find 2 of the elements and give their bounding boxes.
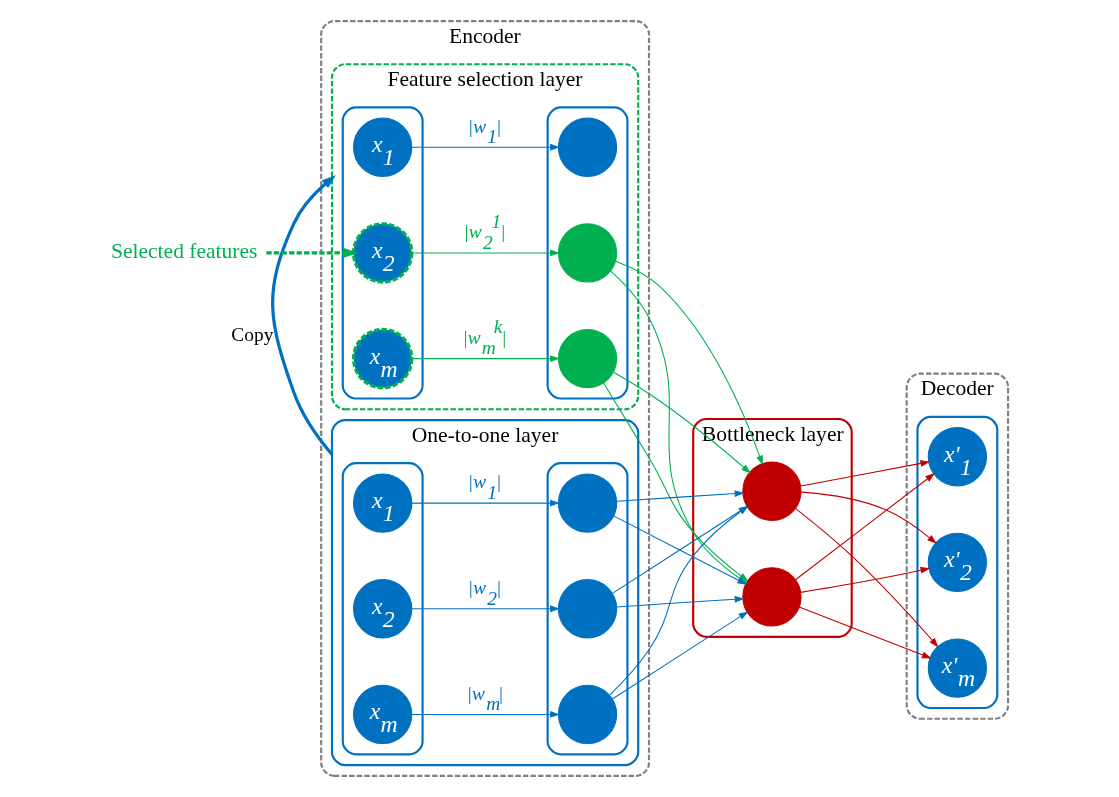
node-text: Selected features — [110, 239, 258, 264]
edge-label: Copy — [231, 323, 274, 345]
